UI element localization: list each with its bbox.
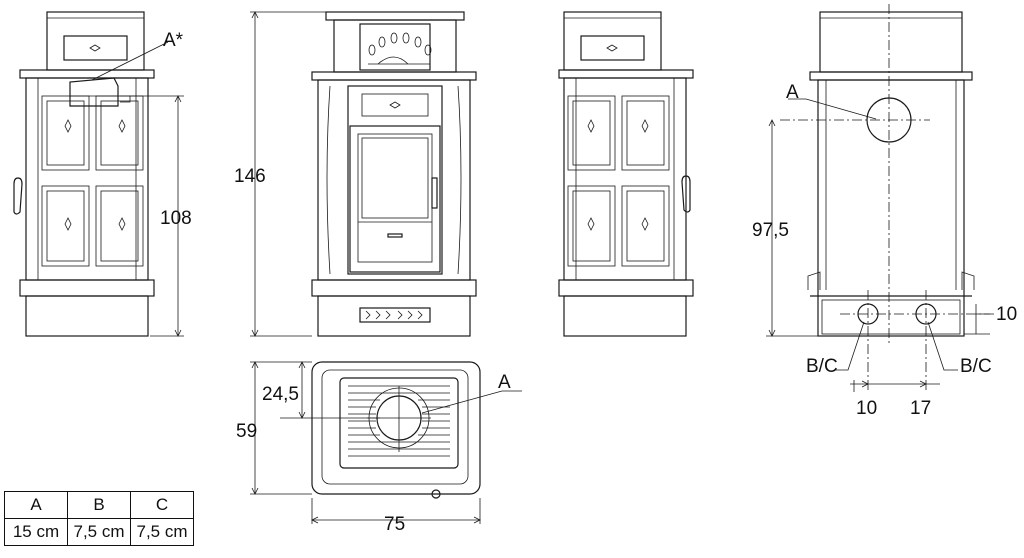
dim-back-height: 97,5 <box>752 220 789 241</box>
callout-a-top: A <box>498 372 511 393</box>
spec-header-row: A B C <box>4 491 194 519</box>
callout-bc-left: B/C <box>806 356 838 377</box>
spec-table: A B C 15 cm 7,5 cm 7,5 cm <box>4 491 194 546</box>
spec-header-c: C <box>130 491 194 519</box>
dim-top-width: 75 <box>384 514 405 535</box>
callout-bc-right: B/C <box>960 356 992 377</box>
dim-side-height: 108 <box>160 208 192 229</box>
front-view <box>250 11 477 337</box>
side-view-right <box>558 11 694 337</box>
dim-front-height: 146 <box>234 166 266 187</box>
spec-value-a: 15 cm <box>4 518 68 546</box>
spec-header-b: B <box>67 491 131 519</box>
dim-bc-spacing-b: 17 <box>910 398 931 419</box>
side-view-left <box>13 11 184 337</box>
top-view <box>250 361 522 524</box>
dim-back-offset: 10 <box>996 304 1017 325</box>
spec-value-b: 7,5 cm <box>67 518 131 546</box>
callout-a-star: A* <box>163 30 184 51</box>
callout-a-back: A <box>786 82 799 103</box>
spec-header-a: A <box>4 491 68 519</box>
dim-top-offset: 24,5 <box>262 384 299 405</box>
dim-bc-spacing-a: 10 <box>856 398 877 419</box>
spec-value-c: 7,5 cm <box>130 518 194 546</box>
spec-value-row: 15 cm 7,5 cm 7,5 cm <box>4 518 194 546</box>
back-view <box>766 4 994 392</box>
dim-top-depth: 59 <box>236 421 257 442</box>
